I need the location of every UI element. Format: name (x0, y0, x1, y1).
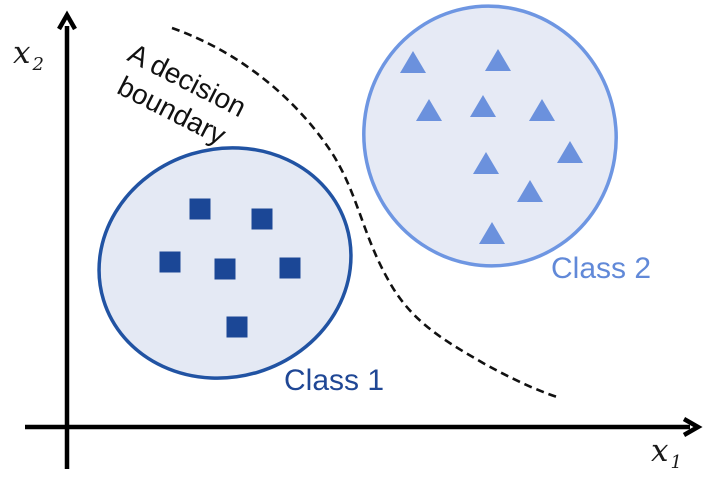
x-axis-label-subscript: 1 (670, 452, 682, 473)
class2-triangle-marker (470, 94, 496, 118)
class1-label: Class 1 (284, 364, 385, 397)
class2-triangle-marker (529, 98, 555, 122)
class2-triangle-marker (479, 221, 505, 245)
class2-triangle-marker (473, 151, 499, 175)
class2-triangle-marker (400, 50, 426, 74)
class2-triangle-marker (485, 48, 511, 72)
class2-triangle-marker (517, 179, 543, 203)
class1-square-marker (159, 251, 181, 273)
class1-square-marker (251, 208, 273, 230)
class1-square-marker (189, 198, 211, 220)
class2-triangle-marker (557, 140, 583, 164)
class2-label: Class 2 (551, 252, 652, 285)
decision-boundary-curve (171, 26, 558, 399)
x-axis-label-base: x (651, 433, 669, 469)
y-axis-label-base: x (13, 35, 31, 71)
class2-ellipse (362, 4, 618, 268)
class1-square-marker (226, 316, 248, 338)
class1-square-marker (214, 258, 236, 280)
x-axis-arrowhead-icon (682, 417, 703, 437)
y-axis-label-subscript: 2 (32, 54, 44, 75)
class1-square-marker (279, 257, 301, 279)
class2-triangle-marker (416, 98, 442, 122)
y-axis-arrowhead-icon (57, 10, 77, 31)
